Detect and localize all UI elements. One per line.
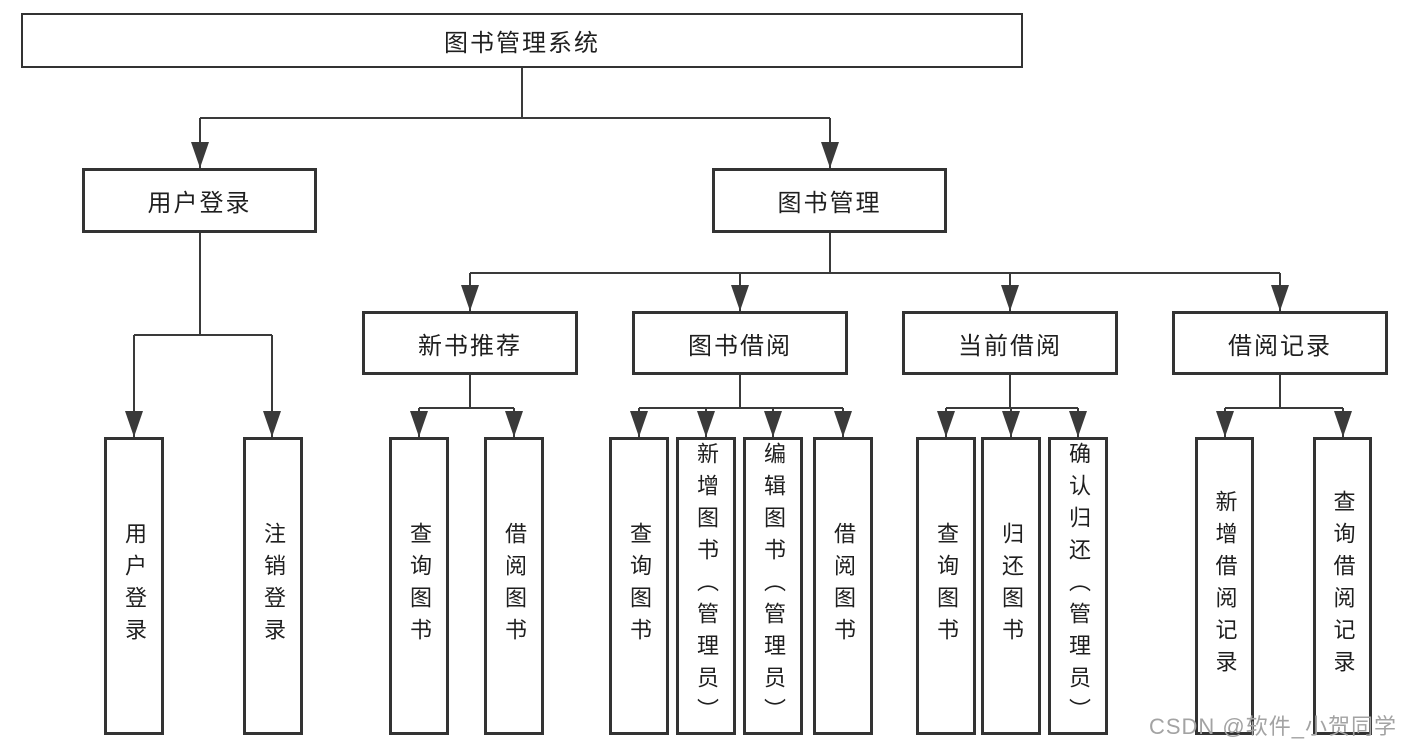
node-book-borrowing: 图书借阅 [632, 311, 848, 375]
node-book-borrowing-label: 图书借阅 [688, 332, 792, 360]
node-root: 图书管理系统 [21, 13, 1023, 68]
node-return-books-label: 归还图书 [999, 522, 1024, 650]
node-add-borrow-record: 新增借阅记录 [1195, 437, 1254, 735]
node-borrow-books-1-label: 借阅图书 [502, 522, 527, 650]
node-edit-book-admin: 编辑图书（管理员） [743, 437, 803, 735]
node-return-books: 归还图书 [981, 437, 1041, 735]
watermark-text: CSDN @软件_小贺同学 [1148, 714, 1397, 739]
node-login: 用户登录 [104, 437, 164, 735]
node-user-login: 用户登录 [82, 168, 317, 233]
node-borrowing-records-label: 借阅记录 [1228, 332, 1332, 360]
node-query-borrow-record: 查询借阅记录 [1313, 437, 1372, 735]
node-current-borrowing: 当前借阅 [902, 311, 1118, 375]
node-add-book-admin: 新增图书（管理员） [676, 437, 736, 735]
node-add-borrow-record-label: 新增借阅记录 [1212, 490, 1238, 682]
node-book-management: 图书管理 [712, 168, 947, 233]
node-query-books-2: 查询图书 [609, 437, 669, 735]
node-confirm-return-admin: 确认归还（管理员） [1048, 437, 1108, 735]
node-borrow-books-1: 借阅图书 [484, 437, 544, 735]
node-borrow-books-2-label: 借阅图书 [831, 522, 856, 650]
edge-root-split [134, 68, 1343, 409]
node-edit-book-admin-label: 编辑图书（管理员） [761, 442, 786, 730]
node-add-book-admin-label: 新增图书（管理员） [694, 442, 719, 730]
node-query-books-2-label: 查询图书 [627, 522, 652, 650]
node-borrow-books-2: 借阅图书 [813, 437, 873, 735]
node-logout: 注销登录 [243, 437, 303, 735]
node-query-books-1-label: 查询图书 [407, 522, 432, 650]
node-query-books-3: 查询图书 [916, 437, 976, 735]
node-new-book-recommend: 新书推荐 [362, 311, 578, 375]
node-user-login-label: 用户登录 [147, 190, 252, 217]
node-logout-label: 注销登录 [261, 522, 286, 650]
node-root-label: 图书管理系统 [444, 30, 600, 57]
node-book-management-label: 图书管理 [777, 190, 882, 217]
node-query-books-1: 查询图书 [389, 437, 449, 735]
node-confirm-return-admin-label: 确认归还（管理员） [1066, 442, 1091, 730]
node-query-borrow-record-label: 查询借阅记录 [1330, 490, 1356, 682]
node-login-label: 用户登录 [122, 522, 147, 650]
node-new-book-recommend-label: 新书推荐 [418, 332, 522, 360]
node-current-borrowing-label: 当前借阅 [958, 332, 1062, 360]
node-borrowing-records: 借阅记录 [1172, 311, 1388, 375]
node-query-books-3-label: 查询图书 [934, 522, 959, 650]
